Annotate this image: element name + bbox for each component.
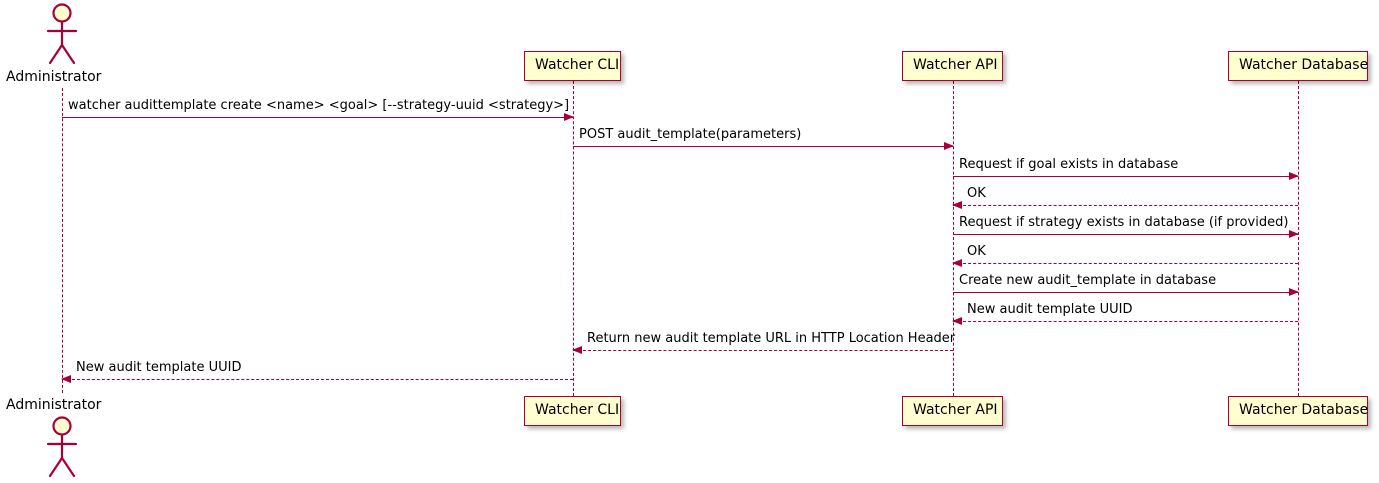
actor-administrator-bottom-icon [38, 415, 86, 479]
participant-watcher-database-bottom[interactable]: Watcher Database [1228, 396, 1368, 426]
message-10-arrowhead [61, 374, 71, 383]
message-6-line [953, 263, 1298, 264]
message-6-label: OK [967, 244, 986, 259]
message-9-line [573, 350, 953, 351]
message-1-line [62, 117, 573, 118]
message-7-arrowhead [1289, 287, 1299, 296]
message-7-line [953, 292, 1298, 293]
message-2-label: POST audit_template(parameters) [579, 127, 802, 142]
participant-watcher-api-top[interactable]: Watcher API [902, 51, 1003, 81]
lifeline-watcher-cli [573, 81, 574, 396]
message-10-line [62, 379, 573, 380]
message-2-line [573, 146, 953, 147]
message-8-label: New audit template UUID [967, 302, 1133, 317]
message-9-label: Return new audit template URL in HTTP Lo… [587, 331, 956, 346]
participant-watcher-database-top[interactable]: Watcher Database [1228, 51, 1368, 81]
participant-watcher-api-bottom[interactable]: Watcher API [902, 396, 1003, 426]
lifeline-watcher-api [953, 81, 954, 396]
message-1-arrowhead [564, 112, 574, 121]
message-7-label: Create new audit_template in database [959, 273, 1217, 288]
actor-administrator-top-icon [38, 2, 86, 66]
message-4-line [953, 205, 1298, 206]
message-1-label: watcher audittemplate create <name> <goa… [68, 98, 570, 113]
message-2-arrowhead [944, 141, 954, 150]
message-8-line [953, 321, 1298, 322]
message-4-label: OK [967, 186, 986, 201]
message-10-label: New audit template UUID [76, 360, 242, 375]
message-5-arrowhead [1289, 229, 1299, 238]
message-9-arrowhead [572, 345, 582, 354]
message-4-arrowhead [952, 200, 962, 209]
lifeline-watcher-database [1298, 81, 1299, 396]
message-6-arrowhead [952, 258, 962, 267]
message-5-label: Request if strategy exists in database (… [959, 215, 1289, 230]
message-3-arrowhead [1289, 171, 1299, 180]
message-3-line [953, 176, 1298, 177]
actor-administrator-top-label: Administrator [6, 69, 102, 85]
message-8-arrowhead [952, 316, 962, 325]
participant-watcher-cli-bottom[interactable]: Watcher CLI [524, 396, 621, 426]
message-5-line [953, 234, 1298, 235]
participant-watcher-cli-top[interactable]: Watcher CLI [524, 51, 621, 81]
actor-administrator-bottom-label: Administrator [6, 397, 102, 413]
lifeline-administrator [62, 88, 63, 393]
message-3-label: Request if goal exists in database [959, 157, 1179, 172]
